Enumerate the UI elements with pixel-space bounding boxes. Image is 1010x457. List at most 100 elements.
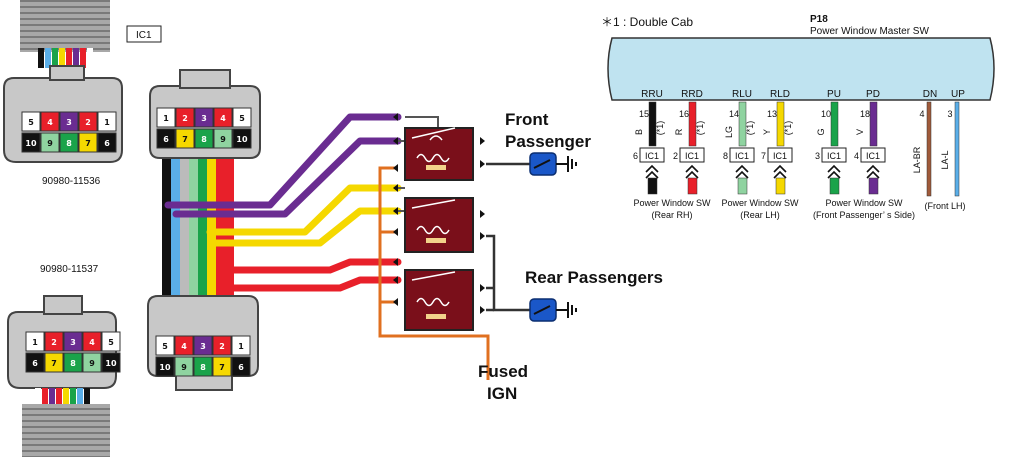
- wire-yellow-1: [206, 184, 402, 236]
- signal-wire: [776, 101, 785, 147]
- pin-number: 6: [163, 135, 169, 144]
- relay-terminals: [393, 113, 485, 314]
- pin-cell: [193, 356, 213, 377]
- pin-number: 9: [181, 363, 187, 372]
- pin-number: 5: [239, 114, 245, 123]
- pin-cell: [97, 132, 117, 153]
- signal-wire-out: [647, 177, 658, 195]
- signal-label: PD: [866, 89, 880, 100]
- ic-pin-number: 4: [854, 151, 859, 161]
- pin-number: 5: [108, 338, 114, 347]
- motor-leads: [486, 162, 530, 312]
- ribbon-cable-top: [20, 0, 110, 52]
- pin-cell: [212, 335, 232, 356]
- pin-number: 6: [32, 359, 38, 368]
- ribbon-wires-bottom: [35, 388, 90, 406]
- connector-arrow-icon: [645, 164, 659, 179]
- pin-number: 7: [219, 363, 225, 372]
- pin-cell: [174, 335, 194, 356]
- pin-number: 3: [201, 114, 207, 123]
- pin-number: 10: [821, 109, 831, 119]
- pin-number: 9: [89, 359, 95, 368]
- pin-cell: [156, 128, 176, 149]
- wire-color-code: LA-L: [940, 150, 950, 169]
- ribbon-wires-top: [38, 48, 93, 68]
- part-number-b: 90980-11537: [40, 264, 99, 275]
- wire-color-code: G: [816, 128, 826, 135]
- rear-passengers-label: Rear Passengers: [525, 268, 663, 287]
- ic-connector-label: IC1: [685, 151, 699, 161]
- pin-cell: [44, 352, 64, 373]
- pin-cell: [63, 352, 83, 373]
- pin-number: 7: [85, 139, 91, 148]
- pin-cell: [174, 356, 194, 377]
- wire-purple-1: [164, 113, 402, 209]
- pin-cell: [155, 356, 175, 377]
- destination-line1: Power Window SW: [633, 198, 711, 208]
- ribbon-cable-bottom: [22, 404, 110, 457]
- pin-number: 9: [220, 135, 226, 144]
- double-cab-note: ＊1 : Double Cab: [601, 15, 693, 29]
- connector-arrow-icon: [735, 164, 749, 179]
- pin-cell: [59, 111, 79, 132]
- signal-wire: [738, 101, 747, 147]
- pin-cell: [175, 128, 195, 149]
- pin-cell: [40, 111, 60, 132]
- pin-cell: [97, 111, 117, 132]
- pin-number: 4: [47, 118, 53, 127]
- pin-number: 10: [105, 359, 117, 368]
- pin-number: 8: [70, 359, 76, 368]
- pin-number: 10: [236, 135, 248, 144]
- ic-connector-label: IC1: [735, 151, 749, 161]
- fused-ign-wire: [378, 166, 490, 380]
- ic-connector-box: [679, 147, 705, 163]
- star-note: (*1): [745, 121, 755, 136]
- pin-number: 6: [238, 363, 244, 372]
- pin-cell: [194, 107, 214, 128]
- signal-label: RLU: [732, 89, 752, 100]
- ic-pin-number: 7: [761, 151, 766, 161]
- pin-number: 8: [200, 363, 206, 372]
- star-note: (*1): [783, 121, 793, 136]
- pin-cell: [59, 132, 79, 153]
- wire-purple-2: [172, 137, 402, 218]
- relay-front: [404, 127, 474, 181]
- pin-number: 10: [25, 139, 37, 148]
- pin-number: 1: [238, 342, 244, 351]
- pin-cell: [78, 132, 98, 153]
- pin-number: 7: [182, 135, 188, 144]
- pin-number: 6: [104, 139, 110, 148]
- signal-wire: [648, 101, 657, 147]
- destination-line2: (Rear LH): [740, 210, 780, 220]
- pin-cell: [40, 132, 60, 153]
- ic-connector-box: [639, 147, 665, 163]
- pin-number: 3: [200, 342, 206, 351]
- ic-connector-label: IC1: [827, 151, 841, 161]
- pin-number: 2: [182, 114, 188, 123]
- signal-label: UP: [951, 89, 965, 100]
- pin-number: 13: [767, 109, 777, 119]
- signal-wire-out: [775, 177, 786, 195]
- fused-ign-label-line2: IGN: [487, 384, 517, 403]
- ic1-tag: IC1: [136, 30, 152, 41]
- ic-connector-box: [767, 147, 793, 163]
- signal-wire-out: [687, 177, 698, 195]
- connector-arrow-icon: [685, 164, 699, 179]
- signal-wire-out: [737, 177, 748, 195]
- ic-connector-box: [821, 147, 847, 163]
- pin-cell: [63, 331, 83, 352]
- pin-cell: [156, 107, 176, 128]
- pin-number: 3: [947, 109, 952, 119]
- pin-number: 2: [85, 118, 91, 127]
- pin-cell: [25, 352, 45, 373]
- connector-arrow-icon: [773, 164, 787, 179]
- signal-wire: [688, 101, 697, 147]
- pin-number: 4: [220, 114, 226, 123]
- ic-connector-label: IC1: [866, 151, 880, 161]
- pin-cell: [21, 111, 41, 132]
- pin-number: 9: [47, 139, 53, 148]
